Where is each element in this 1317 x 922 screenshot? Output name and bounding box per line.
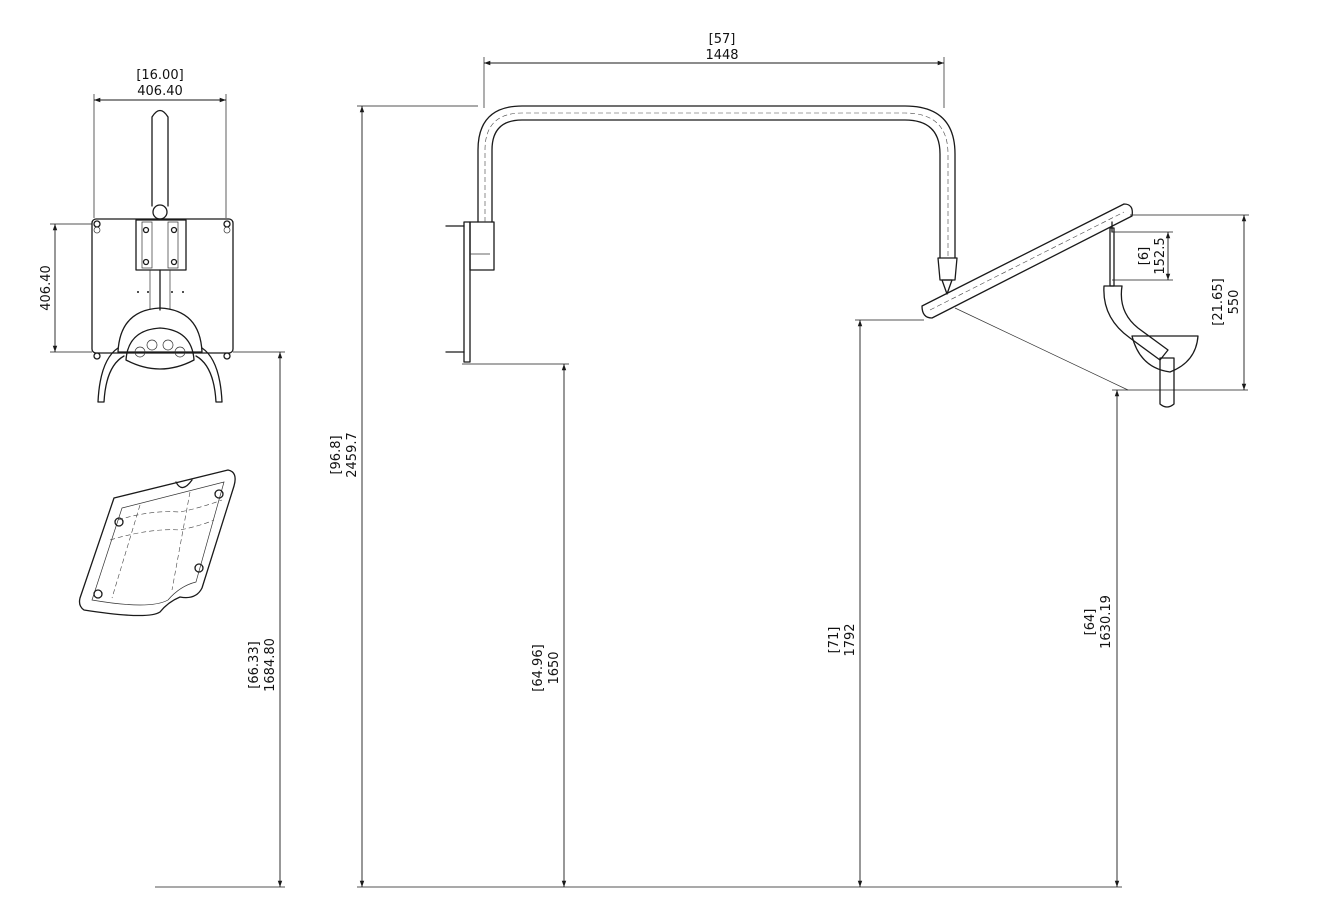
bracket: [135, 219, 187, 271]
mount-height-in-label: [66.33]: [247, 641, 262, 688]
top-width-in-label: [16.00]: [136, 68, 183, 83]
side-view: [445, 105, 1199, 408]
lamp-elbow: [1103, 285, 1169, 361]
arm-inner: [491, 119, 941, 259]
arm-outer: [477, 105, 956, 259]
light-bar: [921, 203, 1133, 319]
arm-span-mm-label: 1448: [705, 48, 738, 63]
bracket-bottom-mm-label: 1650: [547, 651, 562, 684]
overall-height-mm-label: 2459.7: [345, 432, 360, 478]
wall-bracket: [463, 221, 471, 363]
isometric-plate: [78, 469, 236, 617]
mount-height-mm-label: 1684.80: [263, 638, 278, 692]
bracket-bottom-in-label: [64.96]: [531, 644, 546, 691]
arm-span-in-label: [57]: [709, 32, 736, 47]
top-width-mm-label: 406.40: [137, 84, 183, 99]
lamp-bottom-mm-label: 1630.19: [1099, 595, 1114, 649]
arm-end-mm-label: 1792: [843, 623, 858, 656]
lamp-head-side: [1131, 335, 1199, 373]
pole: [151, 109, 169, 207]
lamp-height-in-label: [21.65]: [1211, 278, 1226, 325]
drop-in-label: [6]: [1137, 247, 1152, 265]
drop-mm-label: 152.5: [1153, 237, 1168, 274]
front-view: [91, 109, 234, 403]
mount-plate: [91, 218, 234, 354]
overall-height-in-label: [96.8]: [329, 435, 344, 474]
arm-end-in-label: [71]: [827, 627, 842, 654]
lamp-head: [117, 307, 203, 353]
lamp-bottom-in-label: [64]: [1083, 609, 1098, 636]
top-height-mm-label: 406.40: [39, 265, 54, 311]
lamp-height-mm-label: 550: [1227, 290, 1242, 315]
